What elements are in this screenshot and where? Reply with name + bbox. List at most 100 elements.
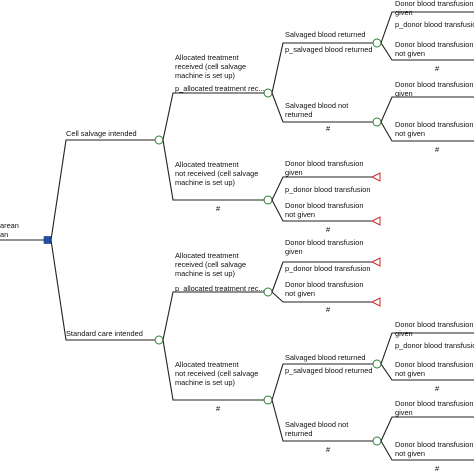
edge-csn-not-given [271, 199, 372, 222]
edge-sc-ret-given [380, 332, 474, 365]
cs-not-received-line2: not received (cell salvage [175, 169, 258, 178]
sc-not-returned-hash: # [326, 445, 331, 454]
edge-cs-ret-not-given [380, 42, 474, 61]
edge-cs-salvaged-not-returned [271, 92, 373, 123]
edge-sc-received [162, 291, 264, 341]
edge-cs-nr-given [380, 96, 474, 123]
edge-cs-nr-not-given [380, 121, 474, 142]
sc-not-returned-line1: Salvaged blood not [285, 420, 348, 429]
chance-node-cs-returned[interactable] [372, 38, 382, 48]
edge-sc-nr-given [380, 416, 474, 442]
sc-nr-given-line1: Donor blood transfusion [395, 399, 473, 408]
cs-ret-given-line1: Donor blood transfusion [395, 0, 473, 8]
sc-not-given-line2: not given [285, 289, 315, 298]
chance-node-cs-received[interactable] [263, 88, 273, 98]
edge-cs-salvaged-returned [271, 42, 373, 94]
chance-node-sc-returned[interactable] [372, 359, 382, 369]
cs-ret-not-given-line1: Donor blood transfusion [395, 40, 473, 49]
sc-salvaged-returned-label: Salvaged blood returned [285, 353, 366, 362]
cs-not-received-hash: # [216, 204, 221, 213]
cs-not-received-line1: Allocated treatment [175, 160, 239, 169]
edge-csn-given [271, 176, 372, 201]
edge-sc-ret-not-given [380, 363, 474, 381]
edge-cs-ret-given [380, 11, 474, 44]
sc-nr-not-given-line1: Donor blood transfusion [395, 440, 473, 449]
sc-ret-hash: # [435, 384, 440, 393]
cs-not-returned-line1: Salvaged blood not [285, 101, 348, 110]
sc-received-line1: Allocated treatment [175, 251, 239, 260]
edge-cs-received [162, 92, 264, 141]
cs-received-line1: Allocated treatment [175, 53, 239, 62]
csn-given-line1: Donor blood transfusion [285, 159, 363, 168]
cs-nr-given-line1: Donor blood transfusion [395, 80, 473, 89]
edge-sc-not-received [162, 339, 264, 401]
csn-hash: # [326, 225, 331, 234]
sc-received-line3: machine is set up) [175, 269, 235, 278]
root-label-line2: an [0, 230, 8, 239]
cs-ret-hash: # [435, 64, 440, 73]
csn-not-given-line2: not given [285, 210, 315, 219]
sc-not-received-hash: # [216, 404, 221, 413]
sc-nr-not-given-line2: not given [395, 449, 425, 458]
sc-given-line1: Donor blood transfusion [285, 238, 363, 247]
edge-standard-care [50, 239, 155, 341]
sc-p-donor: p_donor blood transfusion [285, 264, 370, 273]
csn-not-given-line1: Donor blood transfusion [285, 201, 363, 210]
cs-salvaged-returned-label: Salvaged blood returned [285, 30, 366, 39]
cs-received-line2: received (cell salvage [175, 62, 246, 71]
sc-not-given-line1: Donor blood transfusion [285, 280, 363, 289]
sc-received-prob: p_allocated treatment rec... [175, 284, 265, 293]
edge-cell-salvage [50, 139, 155, 241]
edge-sc-salvaged-not-returned [271, 399, 373, 442]
terminal-node-sc-not-given[interactable] [370, 297, 381, 307]
chance-node-cs-not-returned[interactable] [372, 117, 382, 127]
csn-p-donor: p_donor blood transfusion [285, 185, 370, 194]
chance-node-cell-salvage[interactable] [154, 135, 164, 145]
cs-nr-not-given-line2: not given [395, 129, 425, 138]
sc-ret-p-donor: p_donor blood transfusion [395, 341, 474, 350]
sc-ret-given-line2: given [395, 329, 413, 338]
cs-received-line3: machine is set up) [175, 71, 235, 80]
edge-sc-not-given [271, 291, 372, 303]
edge-sc-salvaged-returned [271, 363, 373, 401]
cs-nr-given-line2: given [395, 89, 413, 98]
sc-ret-not-given-line1: Donor blood transfusion [395, 360, 473, 369]
csn-given-line2: given [285, 168, 303, 177]
branch-label-standard-care: Standard care intended [66, 329, 143, 338]
sc-nr-hash: # [435, 464, 440, 473]
edge-cs-not-received [162, 139, 264, 201]
decision-node-root[interactable] [43, 236, 52, 244]
sc-received-line2: received (cell salvage [175, 260, 246, 269]
sc-ret-given-line1: Donor blood transfusion [395, 320, 473, 329]
cs-nr-not-given-line1: Donor blood transfusion [395, 120, 473, 129]
terminal-node-csn-given[interactable] [370, 172, 381, 182]
sc-not-returned-line2: returned [285, 429, 313, 438]
chance-node-sc-not-received[interactable] [263, 395, 273, 405]
edge-sc-given [271, 261, 372, 293]
cs-received-prob: p_allocated treatment rec... [175, 84, 265, 93]
cs-ret-not-given-line2: not given [395, 49, 425, 58]
cs-not-received-line3: machine is set up) [175, 178, 235, 187]
sc-nr-given-line2: given [395, 408, 413, 417]
terminal-node-sc-given[interactable] [370, 257, 381, 267]
cs-ret-p-donor: p_donor blood transfusion [395, 20, 474, 29]
cs-received-hash: # [326, 124, 331, 133]
terminal-node-csn-not-given[interactable] [370, 216, 381, 226]
root-label-line1: arean [0, 221, 19, 230]
sc-p-salvaged-label: p_salvaged blood returned [285, 366, 373, 375]
sc-not-received-line3: machine is set up) [175, 378, 235, 387]
chance-node-sc-nr[interactable] [372, 436, 382, 446]
sc-not-received-line1: Allocated treatment [175, 360, 239, 369]
sc-received-hash: # [326, 305, 331, 314]
cs-nr-hash: # [435, 145, 440, 154]
cs-p-salvaged-label: p_salvaged blood returned [285, 45, 373, 54]
chance-node-cs-not-received[interactable] [263, 195, 273, 205]
chance-node-standard-care[interactable] [154, 335, 164, 345]
cs-ret-given-line2: given [395, 8, 413, 17]
cs-not-returned-line2: returned [285, 110, 313, 119]
sc-given-line2: given [285, 247, 303, 256]
sc-not-received-line2: not received (cell salvage [175, 369, 258, 378]
chance-node-sc-received[interactable] [263, 287, 273, 297]
